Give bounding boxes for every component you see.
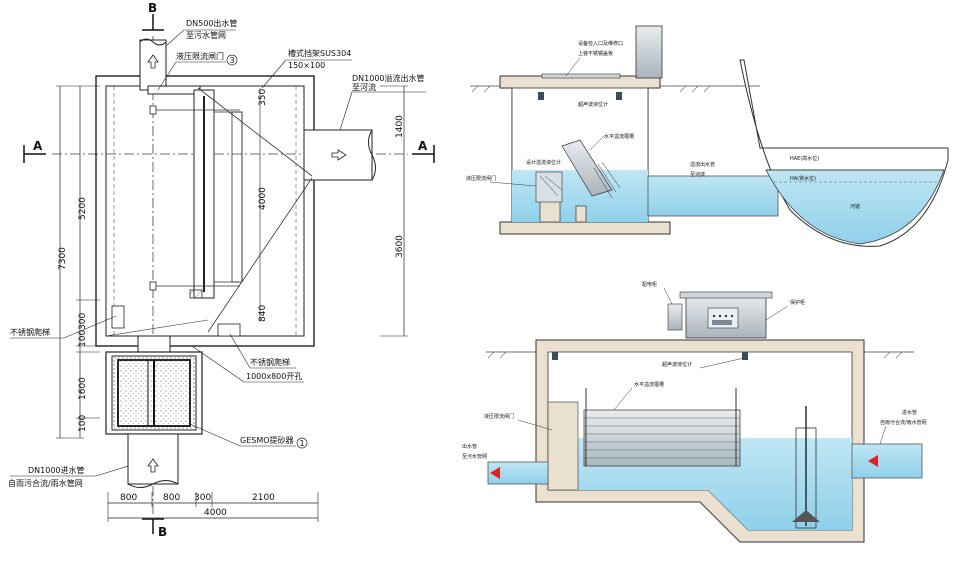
callout-inlet-pipe: DN1000进水管 自雨污合流/雨水管网 (8, 465, 129, 488)
callout-hydraulic-gate: 液压限流闸门 3 (157, 51, 238, 91)
cabinet-buttons-icon (712, 314, 734, 325)
dim-350: 350 (258, 89, 268, 106)
plan-dimensions-bottom: 800 800 300 2100 4000 (107, 492, 319, 522)
callout-ladder-right: 不锈钢爬梯 (229, 333, 296, 369)
plan-view: B B A A (8, 1, 435, 539)
label-grit-number: 1 (300, 439, 305, 448)
vent-shaft (635, 25, 663, 79)
chamber-outer-wall (95, 75, 315, 347)
label-overflow-pipe-top: 溢流出水管 (690, 161, 715, 168)
dim-5200: 5200 (78, 197, 88, 220)
label-overflow-dest-top: 至河流 (690, 171, 705, 178)
callout-bracket: 槽式挡架SUS304 150×100 (261, 48, 352, 89)
arrow-right-icon (331, 149, 347, 161)
callout-outlet-pipe: DN500出水管 至污水管网 (165, 18, 237, 47)
arrow-left-icon-outlet (490, 467, 500, 479)
label-gate-bottom: 液压限流闸门 (484, 413, 514, 420)
label-bracket-size: 150×100 (288, 61, 325, 70)
section-label-b-bottom: B (158, 525, 167, 539)
label-manhole: 设备检入口及维修口 (578, 40, 623, 47)
dim-300-bottom: 300 (194, 493, 211, 503)
label-inlet-dest-bottom: 自雨污合流/雨水管网 (880, 419, 927, 426)
arrow-up-icon-inlet (147, 458, 159, 473)
label-cabinet: 保护柜 (790, 299, 805, 306)
dim-3600: 3600 (395, 235, 405, 258)
section-label-b-top: B (148, 1, 157, 15)
plan-dimensions-left: 7300 5200 100 300 1600 100 (56, 85, 100, 439)
label-bracket: 槽式挡架SUS304 (288, 48, 351, 58)
section-mark-a-right: A (412, 139, 435, 163)
label-ladder-left: 不锈钢爬梯 (10, 327, 50, 337)
arrow-left-icon-inlet (868, 455, 878, 467)
ultrasonic-sensor-icon (538, 92, 622, 100)
label-overflow-pipe-dest: 至河流 (352, 82, 376, 92)
dim-300-left: 300 (78, 313, 88, 330)
callout-opening: 1000x800开孔 (191, 345, 304, 383)
callout-ladder-left: 不锈钢爬梯 (10, 315, 117, 339)
label-weir-bottom: 水平溢流堰槽 (634, 381, 664, 388)
chamber-inner-wall (105, 85, 305, 337)
section-mark-a-left: A (23, 139, 46, 163)
label-outlet-pipe: DN500出水管 (186, 18, 237, 28)
river-water (765, 169, 945, 245)
label-river: 河道 (850, 203, 860, 210)
callout-overflow-pipe: DN1000溢流出水管 至河流 (339, 73, 426, 131)
ultrasonic-sensor-icon-bottom (552, 352, 748, 360)
dim-1600: 1600 (78, 377, 88, 400)
label-outlet-dest-bottom: 至污水管网 (462, 453, 487, 460)
dim-7300: 7300 (58, 247, 68, 270)
outlet-pipe-section (487, 461, 549, 485)
arrow-up-icon (147, 54, 159, 69)
label-hydraulic-gate: 液压限流闸门 (176, 51, 224, 61)
dim-2100: 2100 (252, 493, 275, 503)
section-mark-b-top: B (142, 1, 164, 31)
control-panel (667, 303, 683, 331)
section-label-a-left: A (33, 139, 43, 153)
section-mark-b-bottom: B (142, 518, 167, 539)
label-weir-top: 水平溢流堰槽 (604, 133, 634, 140)
dim-100-bottom: 100 (78, 415, 88, 432)
ladder-right-plan (217, 323, 241, 337)
label-high-level: HAE(高水位) (790, 155, 819, 162)
dim-4000-inner: 4000 (258, 187, 268, 210)
dim-800-a: 800 (120, 493, 137, 503)
label-gate-number: 3 (230, 56, 235, 65)
label-grit-device: GESMO提砂器 (240, 435, 294, 445)
label-control-panel: 配电柜 (642, 281, 657, 288)
ladder-left-plan (111, 305, 125, 329)
label-inlet-pipe-bottom: 进水管 (902, 409, 917, 416)
section-top-view: 设备检入口及维修口 上装不锈钢盖板 超声波液位计 水平溢流堰槽 设计溢流液位计 … (466, 25, 949, 247)
dim-800-b: 800 (163, 493, 180, 503)
label-level-meter-top: 超声波液位计 (578, 101, 608, 108)
overflow-pipe-section (647, 175, 779, 217)
label-manhole-sub: 上装不锈钢盖板 (578, 50, 613, 57)
inlet-pipe-section (851, 443, 923, 479)
label-opening: 1000x800开孔 (246, 372, 302, 381)
label-ladder-right: 不锈钢爬梯 (250, 357, 290, 367)
plan-dimensions-inner: 350 4000 840 (258, 88, 268, 322)
dim-100-top: 100 (78, 330, 88, 347)
label-outlet-pipe-bottom: 出水管 (462, 443, 477, 450)
plan-dimensions-right: 1400 3600 (380, 85, 408, 337)
label-inlet-pipe-dest: 自雨污合流/雨水管网 (8, 478, 83, 488)
weir-flap (561, 139, 613, 197)
label-outlet-pipe-dest: 至污水管网 (186, 30, 226, 40)
label-gate-top: 液压限流闸门 (466, 175, 496, 182)
callout-grit-device: GESMO提砂器 1 (189, 423, 308, 449)
label-float: 设计溢流液位计 (526, 159, 561, 166)
section-label-a-right: A (418, 139, 428, 153)
weir-section (583, 409, 741, 467)
label-normal-level: HA(常水位) (790, 175, 816, 182)
label-level-meter-bottom: 超声波液位计 (662, 361, 692, 368)
dim-840: 840 (258, 305, 268, 322)
section-bottom-view: 配电柜 保护柜 超声波液位计 水平溢流堰槽 液压限流闸门 出水管 至污水管网 进… (462, 281, 927, 543)
dim-1400: 1400 (395, 115, 405, 138)
label-overflow-pipe: DN1000溢流出水管 (352, 73, 425, 83)
label-inlet-pipe: DN1000进水管 (28, 465, 85, 475)
dim-4000-total: 4000 (204, 508, 227, 518)
